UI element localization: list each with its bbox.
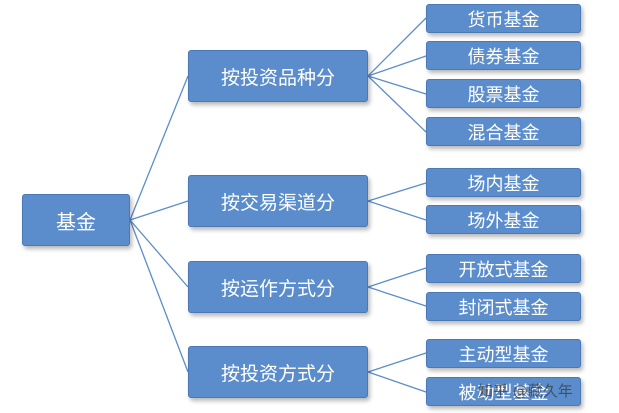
connector-cat2-leaf-1 — [367, 182, 427, 202]
connector-cat1-leaf-3 — [367, 75, 427, 95]
connector-cat3-leaf-1 — [367, 267, 427, 288]
leaf-node-bond-fund: 债券基金 — [426, 41, 581, 70]
root-node: 基金 — [22, 194, 130, 246]
leaf-node-on-exchange-fund: 场内基金 — [426, 168, 581, 197]
leaf-node-passive-fund: 被动型基金 — [426, 377, 581, 406]
connector-root-cat-2 — [129, 200, 189, 221]
connector-root-cat-3 — [129, 219, 189, 288]
category-node-investment-style: 按投资方式分 — [188, 346, 368, 398]
connector-cat1-leaf-4 — [367, 75, 427, 133]
connector-cat1-leaf-2 — [367, 55, 427, 77]
category-node-investment-variety: 按投资品种分 — [188, 50, 368, 102]
category-node-operation-mode: 按运作方式分 — [188, 261, 368, 313]
leaf-node-active-fund: 主动型基金 — [426, 339, 581, 368]
leaf-node-closed-end-fund: 封闭式基金 — [426, 292, 581, 321]
leaf-node-money-fund: 货币基金 — [426, 4, 581, 33]
connector-cat4-leaf-2 — [367, 371, 427, 393]
connector-cat3-leaf-2 — [367, 286, 427, 307]
connector-root-cat-1 — [129, 75, 189, 221]
leaf-node-stock-fund: 股票基金 — [426, 79, 581, 108]
category-node-trading-channel: 按交易渠道分 — [188, 175, 368, 227]
connector-cat2-leaf-2 — [367, 200, 427, 221]
leaf-node-open-end-fund: 开放式基金 — [426, 254, 581, 283]
connector-root-cat-4 — [129, 219, 189, 373]
watermark-text: 知乎 @藏久年 — [478, 382, 573, 400]
connector-cat1-leaf-1 — [367, 17, 427, 77]
leaf-node-off-exchange-fund: 场外基金 — [426, 205, 581, 234]
leaf-node-hybrid-fund: 混合基金 — [426, 117, 581, 146]
connector-cat4-leaf-1 — [367, 352, 427, 373]
